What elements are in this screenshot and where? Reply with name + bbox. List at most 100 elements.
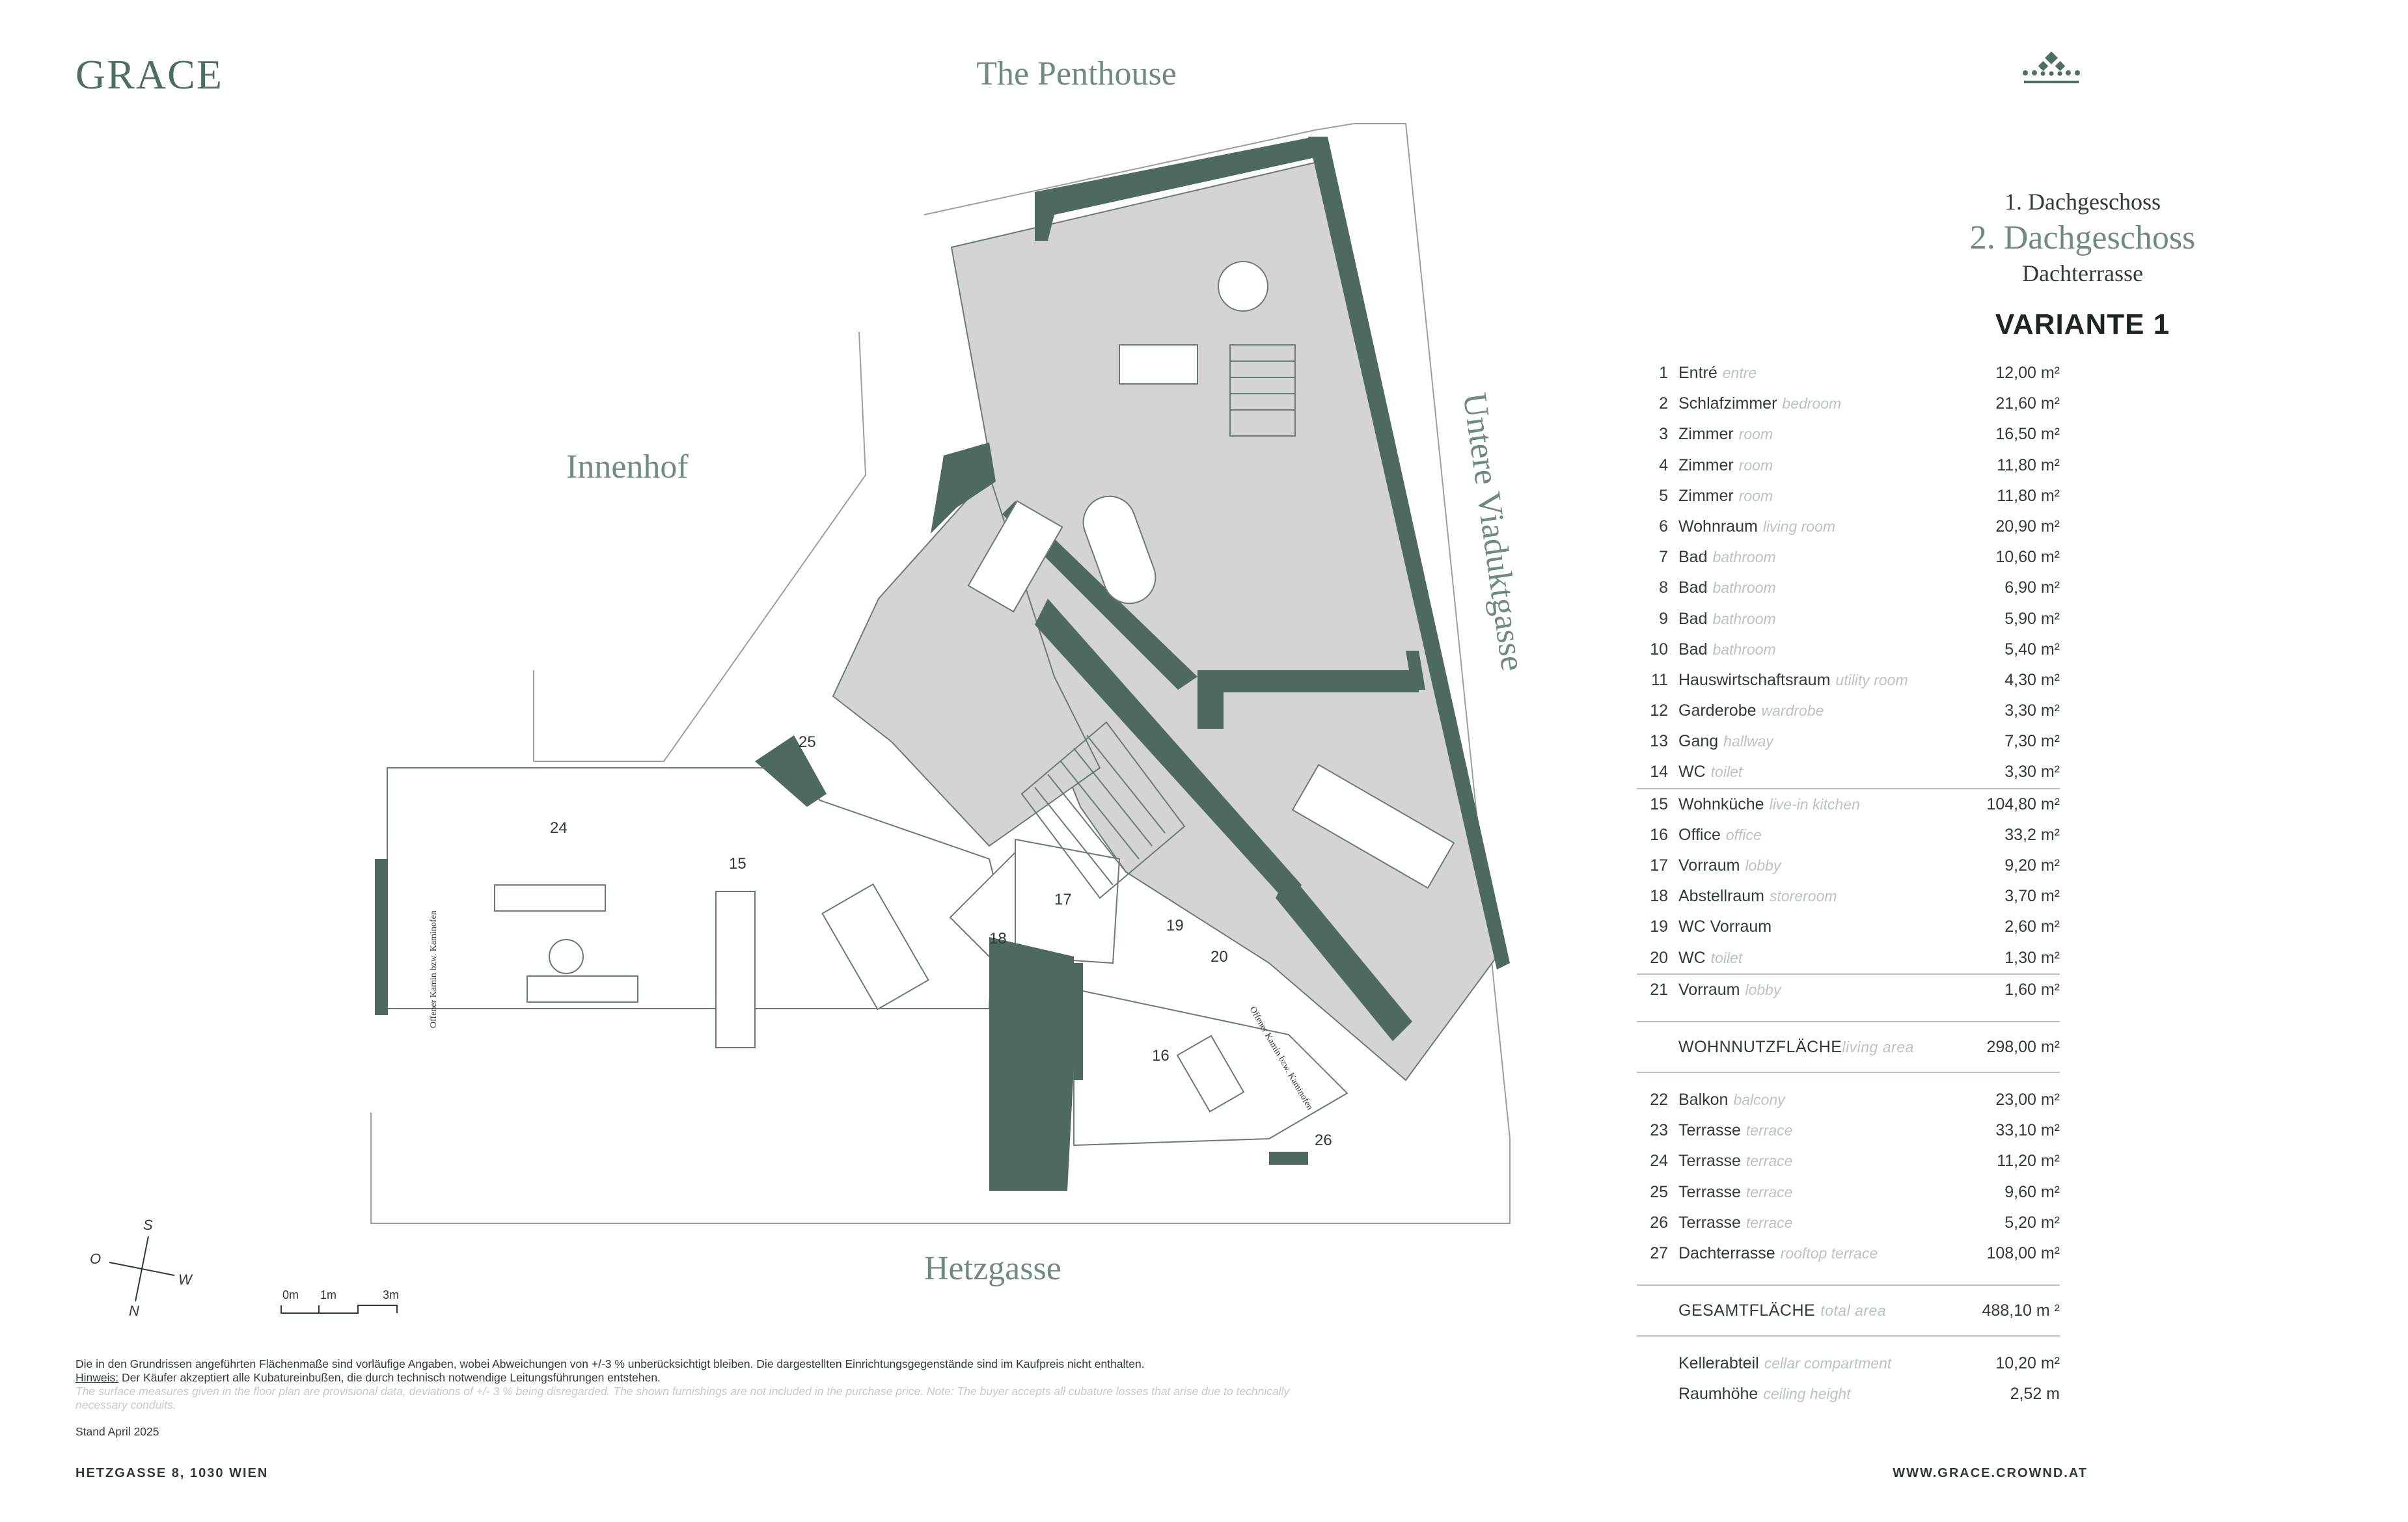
brand-logo: GRACE — [75, 51, 223, 98]
kitchen-counter — [821, 883, 929, 1011]
room-area: 9,20 m² — [2004, 856, 2060, 875]
room-name-de: Dachterrasse — [1678, 1243, 1775, 1262]
room-name-de: Abstellraum — [1678, 887, 1764, 906]
disclaimer: Die in den Grundrissen angeführten Fläch… — [75, 1357, 1312, 1412]
room-name-en: live-in kitchen — [1769, 795, 1860, 813]
room-name: Abstellraum storeroom — [1678, 881, 1837, 912]
room-name-de: Wohnküche — [1678, 795, 1764, 813]
room-area: 20,90 m² — [1995, 517, 2060, 536]
room-area: 3,30 m² — [2004, 701, 2060, 720]
room-number: 6 — [1659, 517, 1668, 536]
crown-diamond-icon — [2023, 51, 2080, 83]
room-name-de: Zimmer — [1678, 455, 1734, 474]
room-label-17: 17 — [1054, 891, 1072, 908]
room-name-de: Wohnraum — [1678, 517, 1758, 536]
site-outline-courtyard — [533, 331, 867, 762]
room-name-de: WC Vorraum — [1678, 917, 1772, 936]
room-number: 13 — [1650, 732, 1668, 751]
street-label-hetzgasse: Hetzgasse — [924, 1250, 1061, 1287]
room-number: 23 — [1650, 1121, 1668, 1140]
room-number: 16 — [1650, 825, 1668, 844]
furniture — [494, 261, 1455, 1113]
room-name-de: Vorraum — [1678, 856, 1740, 875]
variant-title: VARIANTE 1 — [1995, 308, 2170, 340]
room-label-20: 20 — [1211, 948, 1228, 966]
footer-website-link[interactable]: WWW.GRACE.CROWND.AT — [1893, 1466, 2088, 1480]
wall-shaft-core — [989, 937, 1074, 1191]
room-label-25: 25 — [799, 733, 816, 751]
divider — [1637, 973, 2060, 975]
room-number: 10 — [1650, 640, 1668, 659]
site-outline-south — [370, 1113, 1511, 1224]
room-name-en: cellar compartment — [1764, 1355, 1892, 1372]
room-name-de: WC — [1678, 763, 1706, 781]
room-area: 7,30 m² — [2004, 732, 2060, 751]
room-name-de: Office — [1678, 825, 1721, 844]
room-name-en: entre — [1722, 364, 1757, 381]
room-name-de: Bad — [1678, 578, 1708, 597]
compass-lines-icon — [109, 1236, 175, 1302]
room-name-de: Entré — [1678, 364, 1717, 382]
room-name-de: Terrasse — [1678, 1213, 1741, 1232]
room-name-en: storeroom — [1770, 888, 1837, 905]
room-area: 21,60 m² — [1995, 394, 2060, 413]
floor-area-west-wing — [832, 474, 1101, 847]
room-number: 20 — [1650, 948, 1668, 967]
room-name-en: office — [1725, 826, 1762, 843]
wall-mid-band — [1224, 670, 1419, 692]
living-area-label-en: living area — [1842, 1038, 1914, 1055]
room-area: 5,90 m² — [2004, 609, 2060, 628]
room-name-de: Schlafzimmer — [1678, 394, 1777, 413]
room-name-en: living room — [1762, 517, 1836, 535]
room-number: 1 — [1659, 364, 1668, 382]
disclaimer-en: The surface measures given in the floor … — [75, 1385, 1290, 1411]
wall-east-post — [1406, 651, 1425, 690]
room-name-en: terrace — [1745, 1183, 1793, 1201]
scale-1m: 1m — [320, 1288, 337, 1301]
scale-0m: 0m — [282, 1288, 299, 1301]
room-name-de: Terrasse — [1678, 1182, 1741, 1201]
room-name-en: terrace — [1745, 1122, 1793, 1139]
compass-o: O — [90, 1251, 102, 1267]
room-area: 4,30 m² — [2004, 670, 2060, 689]
room-number: 17 — [1650, 856, 1668, 875]
room-name-de: Bad — [1678, 548, 1708, 567]
fireplace-label-1: Offener Kamin bzw. Kaminofen — [429, 910, 439, 1028]
room-name-en: wardrobe — [1761, 702, 1824, 720]
room-label-24: 24 — [550, 819, 568, 837]
room-name-en: lobby — [1745, 857, 1781, 874]
room-name: Vorraum lobby — [1678, 850, 1781, 881]
scale-3m: 3m — [383, 1288, 400, 1301]
room-area: 23,00 m² — [1995, 1090, 2060, 1109]
room-name-de: Terrasse — [1678, 1152, 1741, 1171]
wall-south-post — [1269, 1152, 1308, 1165]
sofa-2 — [527, 975, 638, 1003]
bed — [1119, 344, 1198, 385]
room-name-de: Hauswirtschaftsraum — [1678, 670, 1831, 689]
level-2-dachgeschoss: 2. Dachgeschoss — [1969, 219, 2196, 256]
divider — [1637, 1335, 2060, 1337]
room-name-en: utility room — [1835, 671, 1908, 688]
compass: S O W N — [90, 1217, 213, 1321]
room-area: 2,60 m² — [2004, 917, 2060, 936]
room-label-19: 19 — [1166, 917, 1184, 934]
